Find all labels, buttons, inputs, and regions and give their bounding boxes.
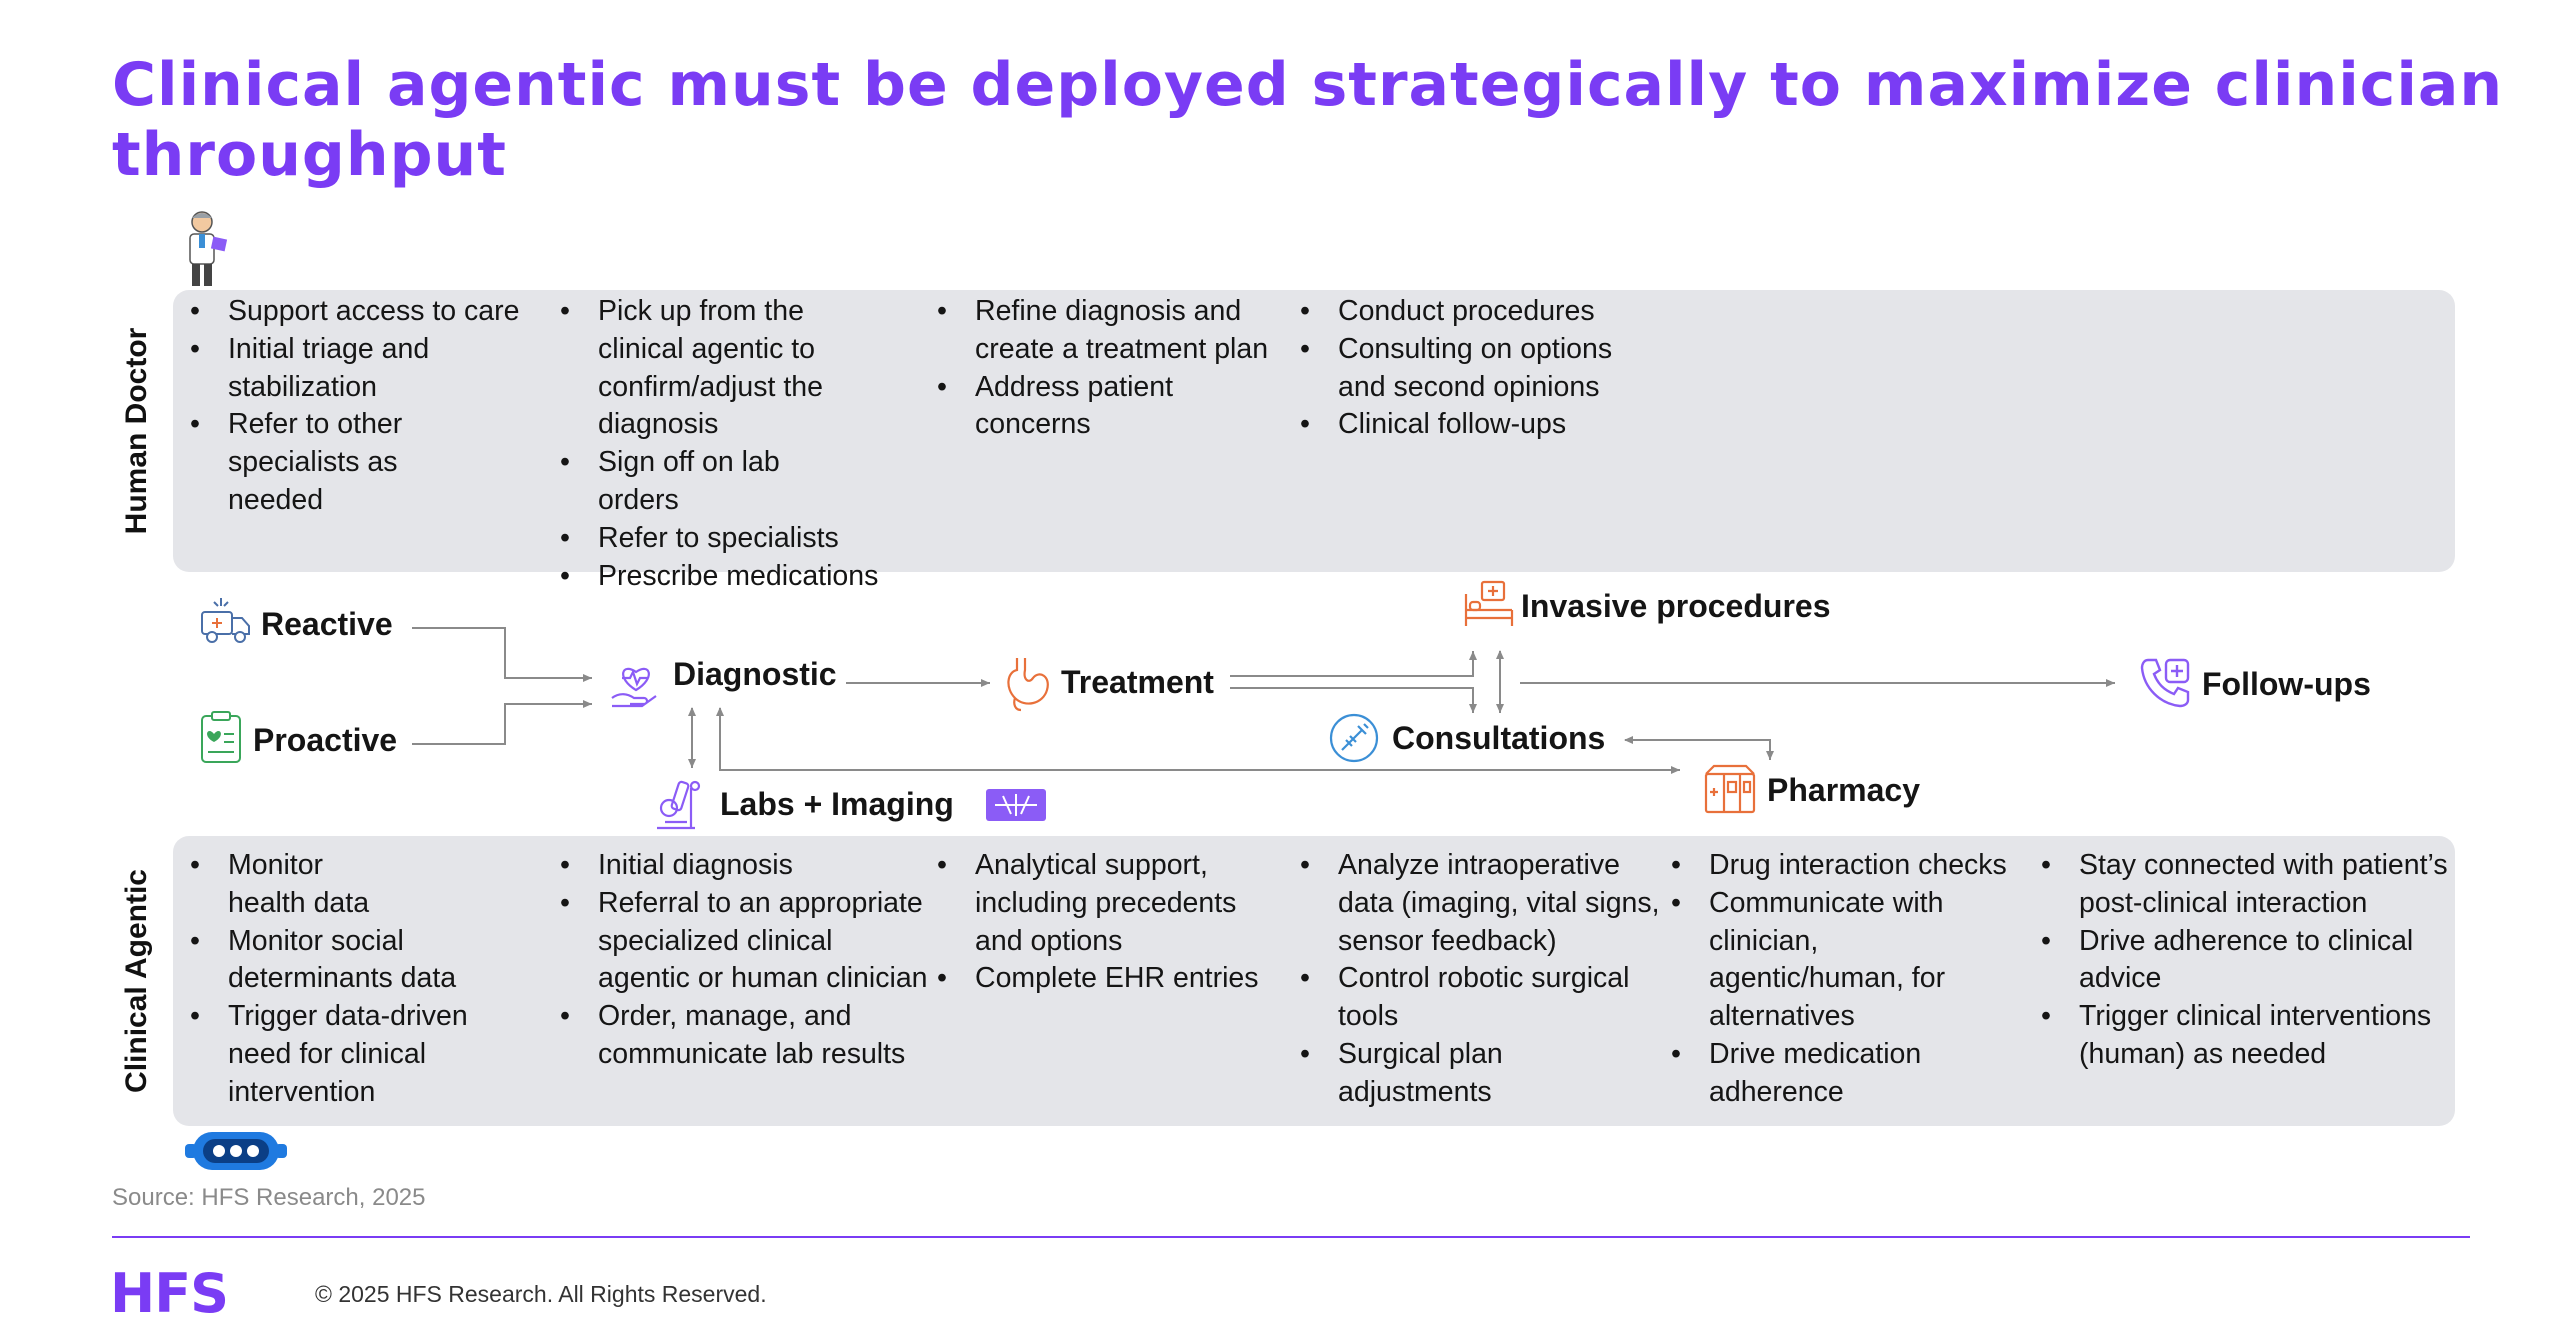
list-item: Analytical support, including precedents… — [933, 847, 1273, 960]
clipboard-heart-icon — [198, 710, 244, 766]
list-item: Drug interaction checks — [1667, 847, 2032, 885]
list-item: Support access to care — [186, 293, 541, 331]
ambulance-icon — [199, 594, 253, 648]
list-item: Drive adherence to clinical advice — [2037, 923, 2452, 999]
list-item: Refer to specialists — [556, 520, 926, 558]
node-invasive-procedures: Invasive procedures — [1521, 588, 1831, 624]
list-item: Refer to other specialists as needed — [186, 406, 541, 519]
copyright: © 2025 HFS Research. All Rights Reserved… — [315, 1281, 767, 1307]
list-item: Initial diagnosis — [556, 847, 931, 885]
list-item: Drive medication adherence — [1667, 1036, 2032, 1112]
list-item: Analyze intraoperative data (imaging, vi… — [1296, 847, 1671, 960]
xray-icon — [985, 788, 1047, 822]
hfs-logo: HFS — [110, 1262, 229, 1325]
arrow-treatment-invasive — [1230, 651, 1477, 677]
clinical-agentic-col-2: Initial diagnosis Referral to an appropr… — [556, 847, 931, 1074]
list-item: Sign off on lab orders — [556, 444, 926, 520]
list-item: Complete EHR entries — [933, 960, 1273, 998]
human-doctor-col-4: Conduct procedures Consulting on options… — [1296, 293, 1666, 444]
list-item: Control robotic surgical tools — [1296, 960, 1671, 1036]
list-item: Trigger clinical interventions (human) a… — [2037, 998, 2452, 1074]
footer-divider — [112, 1236, 2470, 1238]
clinical-agentic-col-6: Stay connected with patient’s post-clini… — [2037, 847, 2452, 1074]
hospital-bed-icon — [1462, 580, 1516, 630]
node-labs-imaging: Labs + Imaging — [720, 786, 954, 822]
pharmacy-icon — [1704, 764, 1756, 814]
doctor-icon — [178, 208, 234, 288]
page-title: Clinical agentic must be deployed strate… — [112, 50, 2504, 190]
node-treatment: Treatment — [1061, 664, 1214, 700]
list-item: Prescribe medications — [556, 558, 926, 596]
robot-icon — [183, 1130, 289, 1172]
list-item: Consulting on options and second opinion… — [1296, 331, 1666, 407]
list-item: Conduct procedures — [1296, 293, 1666, 331]
source-note: Source: HFS Research, 2025 — [112, 1184, 426, 1211]
syringe-icon — [1328, 712, 1380, 764]
node-proactive: Proactive — [253, 722, 398, 758]
arrow-consultations-pharmacy — [1624, 736, 1774, 760]
list-item: Initial triage and stabilization — [186, 331, 541, 407]
list-item: Pick up from the clinical agentic to con… — [556, 293, 926, 444]
heart-hand-icon — [608, 656, 664, 712]
list-item: Clinical follow-ups — [1296, 406, 1666, 444]
human-doctor-col-1: Support access to care Initial triage an… — [186, 293, 541, 520]
list-item: Stay connected with patient’s post-clini… — [2037, 847, 2452, 923]
clinical-agentic-col-5: Drug interaction checks Communicate with… — [1667, 847, 2032, 1112]
microscope-icon — [651, 778, 707, 834]
list-item: Address patient concerns — [933, 369, 1293, 445]
list-item: Order, manage, and communicate lab resul… — [556, 998, 931, 1074]
list-item: Surgical plan adjustments — [1296, 1036, 1671, 1112]
arrow-treatment-consultations — [1230, 687, 1477, 713]
clinical-agentic-col-4: Analyze intraoperative data (imaging, vi… — [1296, 847, 1671, 1112]
node-follow-ups: Follow-ups — [2202, 666, 2371, 702]
arrow-reactive-diagnostic — [412, 627, 592, 682]
arrow-diagnostic-pharmacy — [716, 707, 1680, 774]
node-pharmacy: Pharmacy — [1767, 772, 1920, 808]
list-item: Monitor social determinants data — [186, 923, 541, 999]
human-doctor-col-3: Refine diagnosis and create a treatment … — [933, 293, 1293, 444]
list-item: Trigger data-driven need for clinical in… — [186, 998, 541, 1111]
clinical-agentic-col-3: Analytical support, including precedents… — [933, 847, 1273, 998]
list-item: Monitor health data — [186, 847, 541, 923]
arrow-proactive-diagnostic — [412, 700, 592, 745]
node-diagnostic: Diagnostic — [673, 656, 837, 692]
phone-medical-icon — [2138, 654, 2194, 710]
node-consultations: Consultations — [1392, 720, 1606, 756]
list-item: Referral to an appropriate specialized c… — [556, 885, 931, 998]
human-doctor-col-2: Pick up from the clinical agentic to con… — [556, 293, 926, 595]
list-item: Communicate with clinician, agentic/huma… — [1667, 885, 2032, 1036]
stomach-icon — [1003, 654, 1053, 714]
clinical-agentic-col-1: Monitor health data Monitor social deter… — [186, 847, 541, 1112]
list-item: Refine diagnosis and create a treatment … — [933, 293, 1293, 369]
node-reactive: Reactive — [261, 606, 393, 642]
